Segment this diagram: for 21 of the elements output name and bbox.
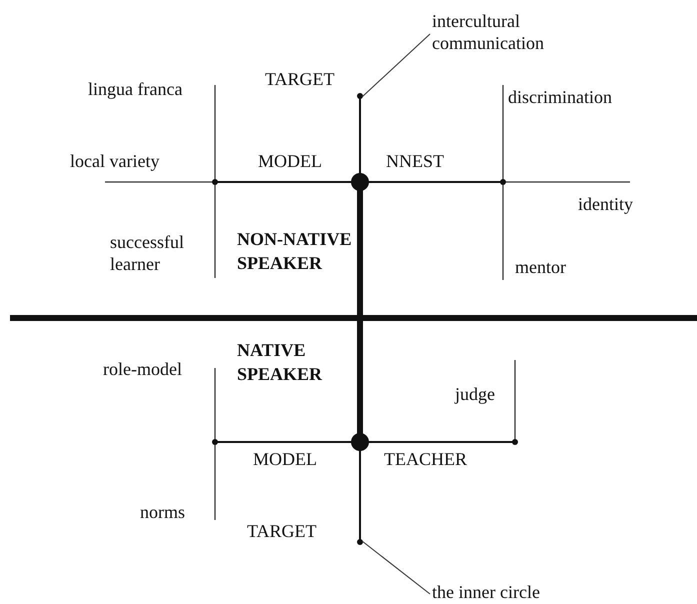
callout-text: intercultural communication: [432, 10, 582, 54]
leader-line: [362, 540, 430, 594]
term-label: successful learner: [110, 231, 185, 275]
term-label: judge: [455, 383, 496, 405]
term-label: local variety: [70, 150, 160, 172]
term-label: lingua franca: [88, 78, 184, 100]
leader-line: [362, 34, 430, 98]
term-label: MODEL: [258, 150, 323, 172]
term-label: TEACHER: [384, 448, 468, 470]
term-label: mentor: [515, 256, 567, 278]
term-label: TARGET: [265, 68, 336, 90]
term-label: NNEST: [386, 150, 445, 172]
term-label: MODEL: [253, 448, 318, 470]
term-label: discrimination: [508, 86, 613, 108]
term-label: norms: [140, 501, 186, 523]
term-label: role-model: [103, 358, 183, 380]
term-label: identity: [578, 193, 634, 215]
callout-text: the inner circle: [432, 581, 582, 603]
category-heading: NON-NATIVE SPEAKER: [237, 228, 353, 275]
category-heading: NATIVE SPEAKER: [237, 339, 324, 386]
term-label: TARGET: [247, 520, 318, 542]
